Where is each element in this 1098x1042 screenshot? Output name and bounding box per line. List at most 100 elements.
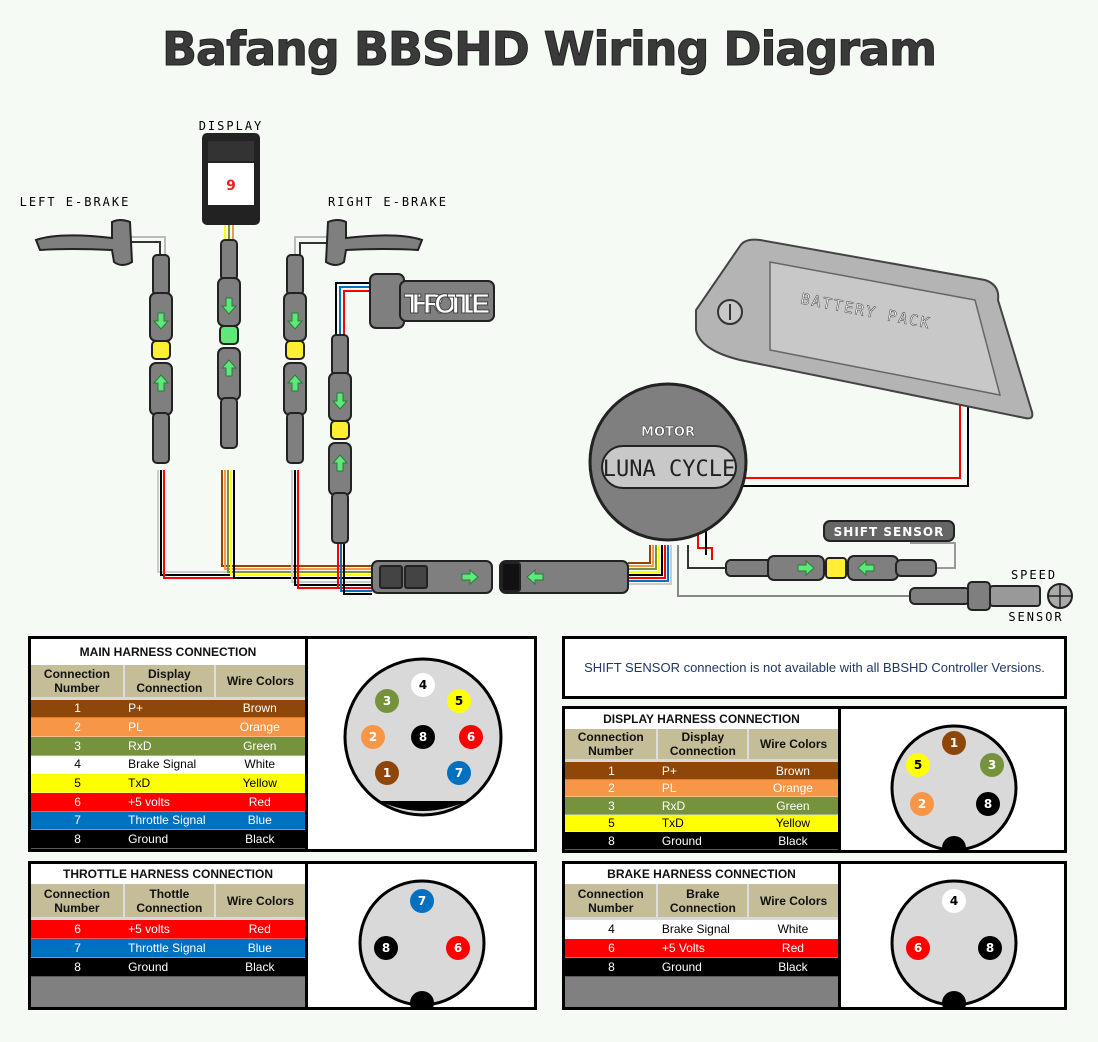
throttle-label-box xyxy=(399,280,495,322)
table-row: 5 TxD Yellow xyxy=(31,774,305,793)
display-connector-band xyxy=(219,325,239,345)
shift-connector-plug xyxy=(725,559,773,577)
right-brake-label: RIGHT E-BRAKE xyxy=(328,195,448,209)
column-header: Brake Connection xyxy=(658,884,750,917)
wire-color: Red xyxy=(781,941,804,955)
connection-number: 7 xyxy=(74,813,81,828)
pin-8 xyxy=(411,725,435,749)
pin-4 xyxy=(411,673,435,697)
pin-number: 6 xyxy=(914,941,922,955)
wire-color: Red xyxy=(248,922,271,936)
display-connector-arrow-down-icon xyxy=(220,297,238,315)
pin-number: 4 xyxy=(419,678,427,692)
wire-color: Orange xyxy=(239,720,280,735)
shift-connector-plug-2 xyxy=(895,559,937,577)
pin-8 xyxy=(374,936,398,960)
pin-8 xyxy=(978,936,1002,960)
pin-8 xyxy=(976,792,1000,816)
table-row: 1 P+ Brown xyxy=(565,762,838,780)
right-brake-connector-arrow-up-icon xyxy=(286,374,304,392)
speed-sensor-plug xyxy=(909,587,971,605)
connection-function: Ground xyxy=(128,960,169,974)
throttle-connector-plug-top xyxy=(331,334,349,376)
pin-4 xyxy=(942,889,966,913)
table-row: 4 Brake Signal White xyxy=(565,920,838,939)
motor-badge xyxy=(601,445,737,489)
connection-function: Throttle Signal xyxy=(128,813,206,828)
column-header: Connection Number xyxy=(565,884,659,917)
connection-function: P+ xyxy=(128,701,144,716)
pin-number: 6 xyxy=(467,730,475,744)
column-header: Wire Colors xyxy=(226,893,295,908)
throttle-connector-arrow-up-icon xyxy=(331,454,349,472)
connection-function: Ground xyxy=(128,832,169,847)
motor-wire xyxy=(628,545,657,570)
throttle-grip xyxy=(369,273,405,329)
pin-number: 5 xyxy=(914,758,922,772)
connection-number: 8 xyxy=(74,960,81,974)
wires xyxy=(120,222,969,597)
connection-number: 5 xyxy=(74,776,81,791)
right-brake-connector-band xyxy=(285,340,305,360)
connection-function: Brake Signal xyxy=(661,922,730,936)
connection-number: 4 xyxy=(74,757,81,772)
pin-1 xyxy=(375,761,399,785)
display-connector-arrow-up-icon xyxy=(220,359,238,377)
harness-wire xyxy=(227,470,372,573)
shift-arrow-right-icon xyxy=(797,559,815,577)
speed-sensor-body xyxy=(967,581,991,611)
connection-number: 2 xyxy=(608,781,615,796)
table-filler xyxy=(565,977,838,1007)
table-title: MAIN HARNESS CONNECTION xyxy=(31,639,305,665)
speed-sensor-label-top: SPEED xyxy=(1011,568,1057,582)
wire-color: Orange xyxy=(772,781,813,796)
pin-1 xyxy=(942,731,966,755)
table-row: 8 Ground Black xyxy=(31,830,305,849)
connection-number: 3 xyxy=(74,738,81,753)
shift-sensor-wire xyxy=(687,545,728,569)
pin-2 xyxy=(361,725,385,749)
table-title: THROTTLE HARNESS CONNECTION xyxy=(31,864,305,884)
wire-color: White xyxy=(777,922,809,936)
left-brake-connector-arrow-down-icon xyxy=(152,312,170,330)
wire-color: Yellow xyxy=(242,776,277,791)
harness-wire xyxy=(230,470,372,576)
shift-connector-body xyxy=(767,555,825,581)
display-screen-digit: 9 xyxy=(226,178,236,194)
main-connector-ridge xyxy=(404,565,428,589)
table-row: 3 RxD Green xyxy=(31,736,305,756)
table-filler xyxy=(31,977,305,1007)
wire-color: Black xyxy=(778,833,808,848)
table-row: 2 PL Orange xyxy=(565,779,838,798)
pin-3 xyxy=(980,753,1004,777)
table-row: 3 RxD Green xyxy=(565,797,838,815)
display-connector-plug-bottom xyxy=(220,397,238,449)
motor-wire xyxy=(628,545,660,573)
connection-number: 8 xyxy=(74,832,81,847)
harness-wire xyxy=(221,470,372,567)
left-brake-label: LEFT E-BRAKE xyxy=(20,195,131,209)
throttle-wire xyxy=(343,290,372,340)
wire-color: White xyxy=(244,757,276,772)
pin-6 xyxy=(446,936,470,960)
main-connector-arrow-right-icon xyxy=(461,568,479,586)
pin-number: 2 xyxy=(918,797,926,811)
main-connector-arrow-left-icon xyxy=(526,568,544,586)
column-header: Display Connection xyxy=(658,729,750,760)
pin-number: 4 xyxy=(950,894,958,908)
table-row: 5 TxD Yellow xyxy=(565,814,838,833)
shift-sensor-label-box xyxy=(823,520,955,542)
left-brake-connector-band xyxy=(151,340,171,360)
motor-wire xyxy=(628,545,666,579)
